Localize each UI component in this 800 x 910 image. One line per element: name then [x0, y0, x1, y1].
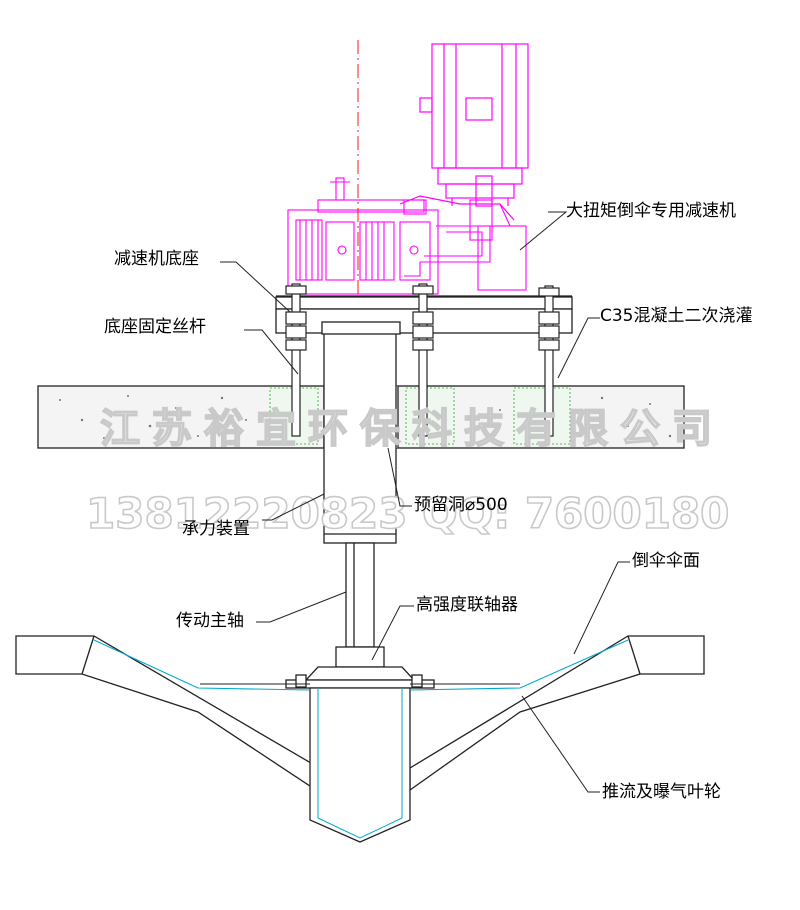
label-impeller: 推流及曝气叶轮: [602, 782, 721, 802]
umbrella-impeller: [15, 635, 705, 843]
label-main-shaft: 传动主轴: [176, 611, 244, 631]
label-umbrella-surface: 倒伞伞面: [632, 551, 700, 571]
label-coupling: 高强度联轴器: [416, 595, 518, 615]
label-bearing-device: 承力装置: [182, 519, 250, 539]
bearing-device: [321, 321, 401, 544]
coupling: [285, 646, 435, 689]
watermark-company: 江苏裕宜环保科技有限公司: [100, 406, 724, 452]
label-reserved-hole: 预留洞⌀500: [414, 495, 508, 515]
label-base-screw: 底座固定丝杆: [104, 317, 206, 337]
label-concrete: C35混凝土二次浇灌: [600, 306, 753, 326]
leader-lines: [220, 211, 630, 793]
watermark: 江苏裕宜环保科技有限公司 13812220823 QQ: 7600180: [85, 405, 730, 539]
watermark-phone: 13812220823: [86, 489, 407, 538]
motor: [399, 43, 529, 221]
anchor-bolts: [285, 283, 560, 437]
label-reducer-base: 减速机底座: [114, 249, 199, 269]
main-shaft: [345, 542, 375, 648]
gear-reducer: [287, 177, 527, 295]
labels: 减速机底座 底座固定丝杆 大扭矩倒伞专用减速机 C35混凝土二次浇灌 预留洞⌀5…: [104, 201, 753, 802]
watermark-qq: QQ: 7600180: [422, 489, 729, 538]
label-reducer: 大扭矩倒伞专用减速机: [566, 201, 736, 221]
